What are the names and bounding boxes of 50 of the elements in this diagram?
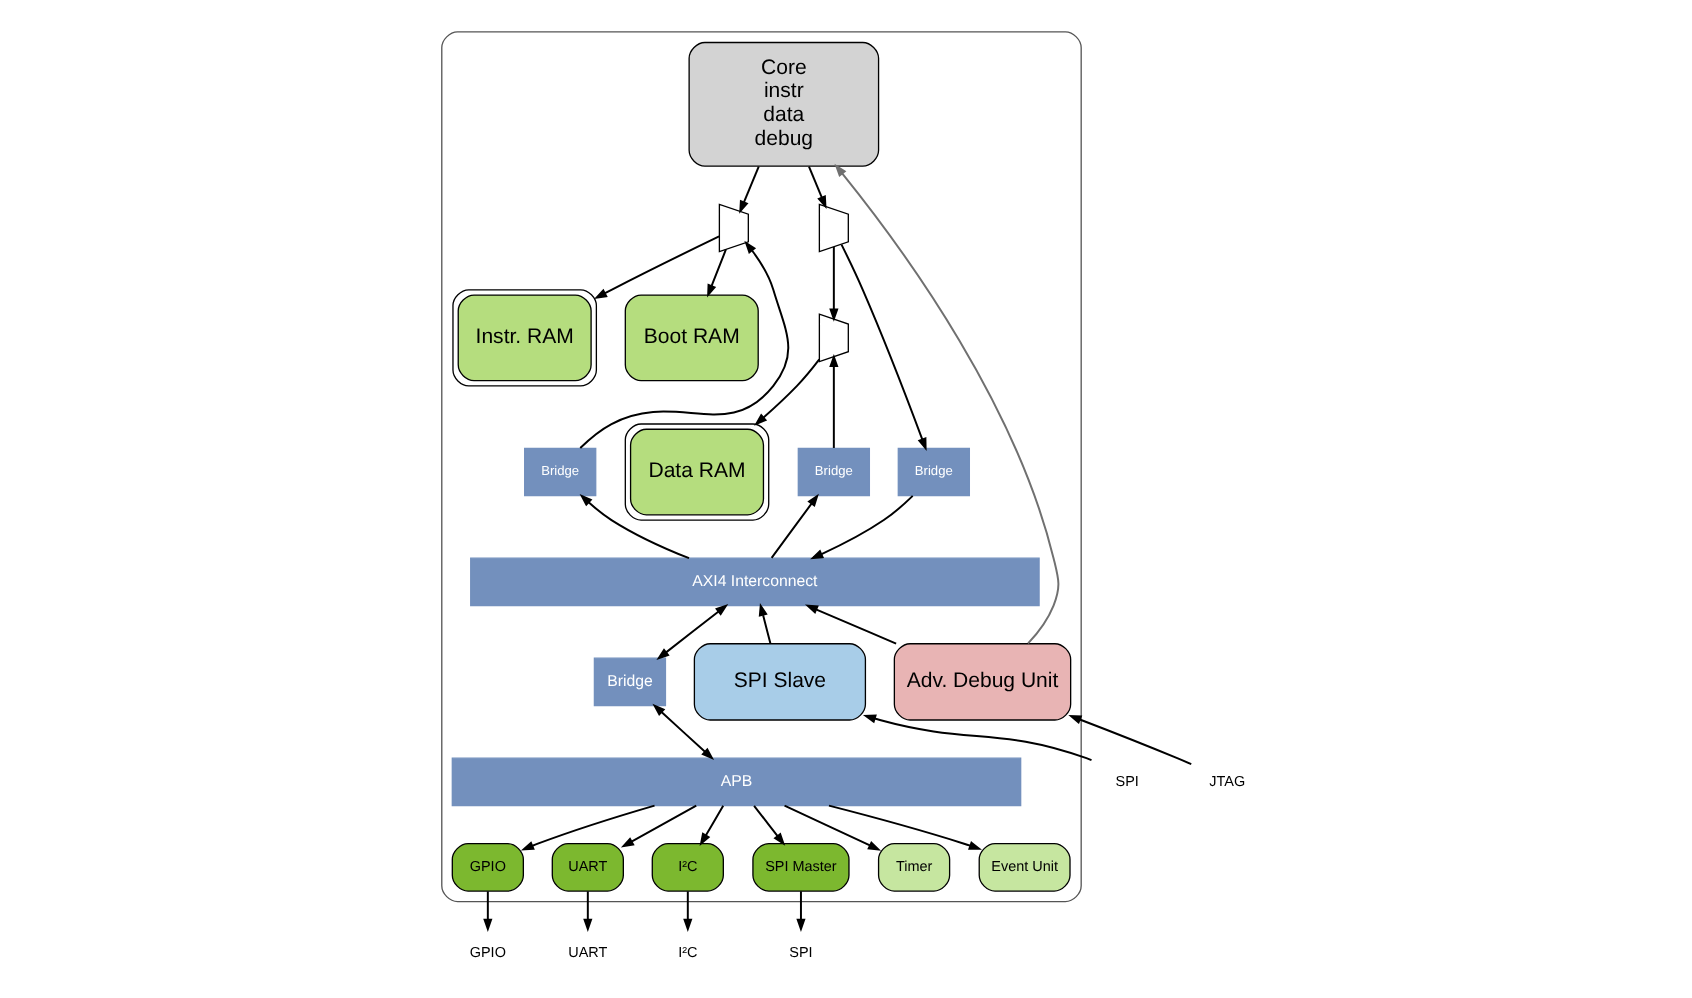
arrow [803,604,897,645]
arrow [753,358,820,426]
arrow [782,804,881,851]
node-box: Adv. Debug Unit [892,643,1071,721]
node-box: Event Unit [977,843,1070,892]
arrow [809,494,913,560]
node-box: GPIO [450,843,523,892]
arrow [578,494,689,560]
node-text: SPI [788,942,812,961]
node-trapezoid [717,203,748,253]
arrow [1067,715,1192,766]
arrow [519,804,655,851]
arrow [828,246,838,322]
node-box: SPI Slave [692,643,866,721]
node-box: SPI Master [751,843,849,892]
arrow [828,353,838,449]
arrow [738,165,759,214]
node-box: I²C [650,843,723,892]
arrow [706,248,726,298]
arrow [833,163,1059,645]
node-text: UART [567,942,607,961]
node-box: Data RAM [623,423,769,521]
arrow [795,890,805,932]
arrow [839,243,926,451]
arrow [752,804,785,846]
arrow [827,804,981,850]
arrow [619,804,697,848]
node-box: UART [550,843,623,892]
node-text: SPI [1114,771,1138,790]
node-trapezoid [817,313,848,363]
node-box: Timer [876,843,950,892]
arrow [807,165,826,210]
node-box: Instr. RAM [451,289,597,387]
arrow [592,235,720,299]
node-text: GPIO [468,942,505,961]
arrow [757,602,771,645]
node-box: Core instr data debug [687,41,879,167]
arrow [578,240,789,449]
node-text: I²C [677,942,697,961]
arrow [582,890,592,932]
arrow [651,703,714,761]
node-text: JTAG [1208,771,1245,790]
arrow [682,890,692,932]
node-trapezoid [817,203,848,253]
arrow [861,714,1092,762]
arrow [769,493,818,559]
arrow [655,603,728,660]
arrow [698,804,724,846]
node-box: Boot RAM [623,294,758,382]
arrow [482,890,492,932]
